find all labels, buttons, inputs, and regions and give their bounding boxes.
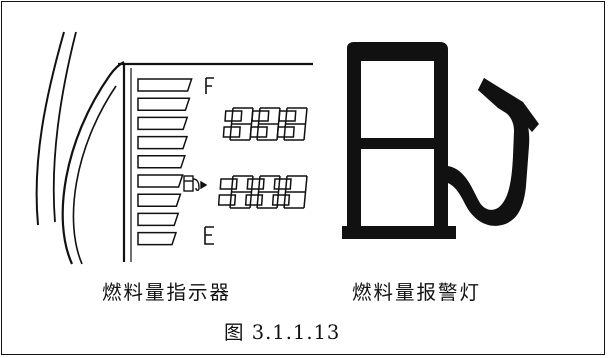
digit-segment-group (244, 175, 281, 209)
digit-display-top (222, 107, 308, 141)
bezel-arc (61, 61, 125, 265)
fuel-bar-segment (137, 135, 189, 150)
digit-segment-group (249, 107, 281, 141)
fuel-level-bars (137, 78, 193, 246)
digit-segment-group (271, 175, 308, 209)
fuel-bar-segment (137, 116, 189, 131)
bezel-inner-curve (52, 31, 77, 223)
caption-fuel-warning-lamp: 燃料量报警灯 (352, 281, 482, 304)
fuel-bar-segment (137, 231, 178, 246)
full-mark (205, 77, 214, 94)
fuel-warning-lamp (342, 42, 539, 239)
fuel-bar-segment (137, 193, 182, 207)
fuel-bar-segment (137, 212, 180, 227)
pump-hose (448, 78, 530, 226)
figure-number: 图 3.1.1.13 (224, 321, 341, 344)
caption-fuel-indicator: 燃料量指示器 (102, 281, 232, 304)
digit-display-bottom (217, 175, 308, 209)
digit-segment-group (217, 175, 254, 209)
fuel-bar-segment (137, 97, 191, 111)
digit-segment-group (222, 107, 254, 141)
fuel-bar-segment (137, 78, 193, 92)
fuel-bar-segment (137, 174, 184, 188)
empty-mark (204, 226, 214, 245)
fuel-pump-icon (183, 175, 208, 192)
pump-body (342, 42, 456, 239)
fuel-bar-segment (137, 155, 186, 169)
bezel-outer-curve (35, 31, 65, 226)
fuel-level-indicator (35, 31, 313, 265)
digit-segment-group (276, 107, 308, 141)
pump-nozzle (478, 78, 539, 132)
